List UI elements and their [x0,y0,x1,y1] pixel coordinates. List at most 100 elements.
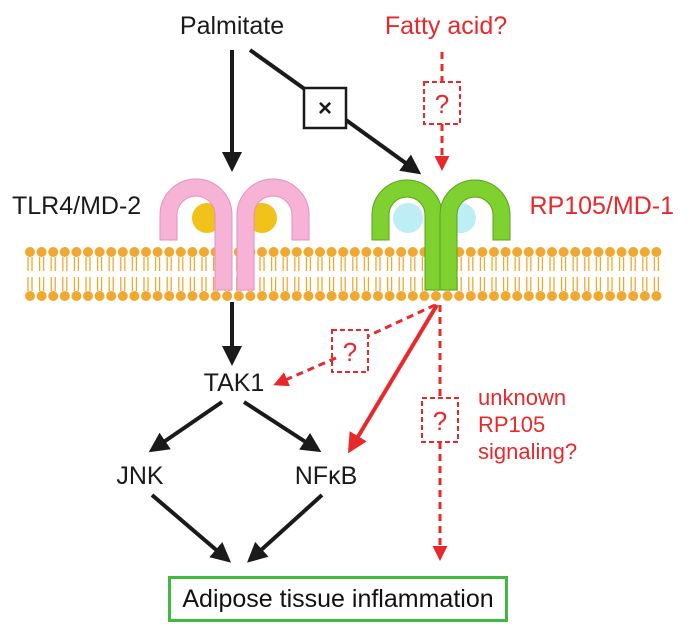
lipid-head-bottom [338,291,349,301]
lipid-head-top [152,247,163,257]
lipid-head-top [593,247,604,257]
arrow-jnk-to-outcome [150,493,232,563]
lipid-head-bottom [442,291,453,301]
lipid-head-top [605,247,615,257]
question-box-unknown [421,397,459,443]
arrow-tak1-to-nfkb [242,400,322,453]
lipid-head-bottom [129,291,140,301]
lipid-head-top [326,247,337,257]
outcome-box: Adipose tissue inflammation [168,576,508,622]
lipid-head-top [106,247,117,257]
lipid-head-top [396,247,407,257]
lipid-head-bottom [361,291,372,301]
lipid-head-bottom [558,291,569,301]
lipid-head-top [407,247,418,257]
lipid-head-bottom [25,291,35,301]
lipid-head-top [535,247,546,257]
lipid-head-top [164,247,175,257]
lipid-head-top [175,247,186,257]
lipid-head-bottom [222,291,233,301]
lipid-head-top [71,247,82,257]
lipid-head-top [257,247,267,257]
lipid-head-bottom [523,291,534,301]
rp105-right-arc [439,179,511,291]
lipid-head-bottom [164,291,175,301]
lipid-head-bottom [547,291,557,301]
lipid-head-bottom [210,291,221,301]
lipid-head-bottom [117,291,128,301]
lipid-head-bottom [315,291,325,301]
lipid-head-bottom [639,291,650,301]
rp105-left-arc [371,179,443,291]
lipid-head-top [349,247,360,257]
lipid-head-bottom [593,291,604,301]
label-jnk: JNK [116,462,164,490]
lipid-head-bottom [199,291,209,301]
lipid-head-bottom [83,291,93,301]
lipid-head-bottom [500,291,511,301]
lipid-head-top [361,247,372,257]
lipid-head-bottom [477,291,488,301]
rp105-ligand-left [393,203,423,233]
lipid-head-bottom [489,291,499,301]
label-fatty-acid: Fatty acid? [385,12,507,40]
lipid-head-top [141,247,151,257]
lipid-head-bottom [373,291,383,301]
lipid-head-bottom [187,291,198,301]
lipid-head-top [523,247,534,257]
lipid-head-bottom [384,291,395,301]
label-nfkb: NFκB [295,462,358,490]
lipid-head-top [465,247,476,257]
lipid-head-top [373,247,383,257]
question-box-fattyacid [423,81,461,125]
lipid-head-bottom [512,291,523,301]
lipid-head-top [315,247,325,257]
lipid-head-top [477,247,488,257]
arrow-rp105-to-tak1-a [367,303,436,338]
lipid-head-top [268,247,279,257]
lipid-head-bottom [175,291,186,301]
lipid-head-bottom [535,291,546,301]
label-rp105: RP105/MD-1 [530,192,675,220]
lipid-head-bottom [94,291,105,301]
arrow-nfkb-to-outcome [247,493,324,563]
lipid-head-top [384,247,395,257]
arrow-rp105-to-tak1-b [273,356,337,387]
lipid-head-top [129,247,140,257]
lipid-head-top [628,247,639,257]
lipid-head-bottom [106,291,117,301]
lipid-head-bottom [291,291,302,301]
lipid-head-bottom [303,291,314,301]
lipid-head-top [48,247,59,257]
lipid-head-bottom [581,291,592,301]
outcome-label: Adipose tissue inflammation [182,584,494,613]
lipid-head-top [489,247,499,257]
lipid-head-bottom [651,291,662,301]
label-tak1: TAK1 [204,369,265,397]
lipid-head-bottom [71,291,82,301]
lipid-head-top [291,247,302,257]
lipid-head-bottom [616,291,627,301]
lipid-head-top [59,247,70,257]
label-tlr4: TLR4/MD-2 [12,192,141,220]
lipid-head-bottom [152,291,163,301]
lipid-head-top [117,247,128,257]
rp105-receptor [371,179,511,291]
lipid-head-top [303,247,314,257]
lipid-head-bottom [280,291,291,301]
lipid-head-top [36,247,47,257]
arrow-rp105-to-nfkb [347,303,439,454]
lipid-head-bottom [257,291,267,301]
question-box-tak1 [331,329,369,373]
lipid-head-bottom [36,291,47,301]
lipid-head-top [500,247,511,257]
lipid-head-bottom [233,291,244,301]
arrow-palmitate-to-rp105-part1 [248,48,308,92]
tlr4-left-arc [159,178,233,291]
lipid-head-bottom [141,291,151,301]
lipid-head-bottom [396,291,407,301]
lipid-head-top [280,247,291,257]
lipid-head-top [581,247,592,257]
lipid-head-bottom [268,291,279,301]
